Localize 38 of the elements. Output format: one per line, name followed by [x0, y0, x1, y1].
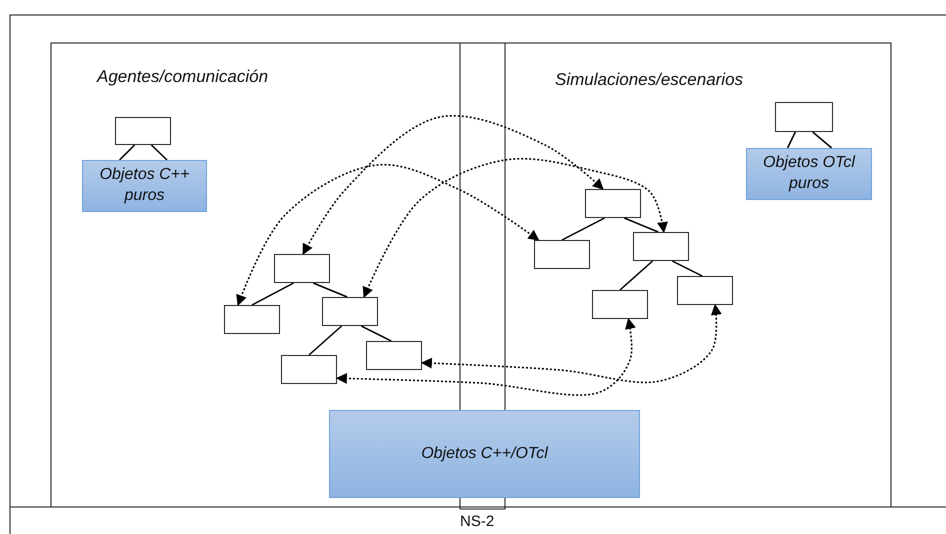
node-text: Objetos C++/OTcl: [421, 444, 548, 464]
empty-box: [592, 290, 648, 319]
connector-line: [150, 144, 168, 161]
connector-line: [118, 144, 136, 161]
object-box: [746, 148, 872, 200]
connector-line: [252, 282, 294, 306]
empty-box: [115, 117, 171, 145]
empty-box: [322, 297, 378, 326]
connector-line: [562, 217, 605, 241]
connector-line: [786, 132, 796, 148]
diagram-label: NS-2: [460, 513, 494, 530]
dotted-arrow: [362, 158, 668, 298]
connector-line: [308, 325, 342, 356]
section-heading: Simulaciones/escenarios: [555, 70, 744, 90]
object-box: [329, 410, 640, 498]
dotted-arrow: [420, 304, 722, 384]
empty-box: [534, 240, 590, 269]
empty-box: [281, 355, 337, 384]
dotted-arrow: [302, 115, 604, 255]
empty-box: [224, 305, 280, 334]
connector-line: [360, 325, 392, 342]
node-text: Objetos C++ puros: [98, 165, 190, 206]
empty-box: [366, 341, 422, 370]
connector-line: [624, 217, 658, 233]
dotted-arrow: [236, 164, 540, 306]
connector-line: [312, 282, 348, 298]
node-text: Objetos OTcl puros: [762, 153, 856, 194]
empty-box: [677, 276, 733, 305]
section-heading: Agentes/comunicación: [97, 67, 268, 87]
connector-line: [812, 131, 832, 149]
connector-line: [620, 260, 654, 291]
object-box: [82, 160, 207, 212]
empty-box: [633, 232, 689, 261]
dotted-arrow: [336, 318, 636, 396]
empty-box: [274, 254, 330, 283]
empty-box: [775, 102, 833, 132]
connector-line: [672, 260, 703, 277]
empty-box: [585, 189, 641, 218]
